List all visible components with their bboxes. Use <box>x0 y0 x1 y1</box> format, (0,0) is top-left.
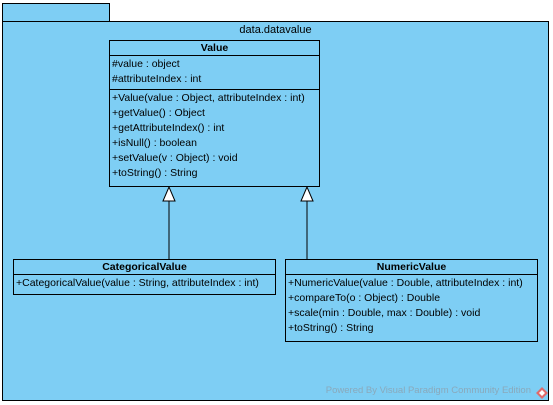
class-numeric-value-operations: +NumericValue(value : Double, attributeI… <box>286 275 537 338</box>
operation: +getValue() : Object <box>112 107 205 119</box>
operation: +compareTo(o : Object) : Double <box>288 292 441 304</box>
class-numeric-value[interactable]: NumericValue +NumericValue(value : Doubl… <box>285 259 538 342</box>
class-categorical-value-operations: +CategoricalValue(value : String, attrib… <box>14 275 275 293</box>
class-value-operations: +Value(value : Object, attributeIndex : … <box>110 90 319 183</box>
package-name: data.datavalue <box>239 24 312 36</box>
class-value-attributes: #value : object #attributeIndex : int <box>110 56 319 90</box>
attribute: #attributeIndex : int <box>112 73 202 85</box>
operation: +setValue(v : Object) : void <box>112 152 238 164</box>
operation: +getAttributeIndex() : int <box>112 122 225 134</box>
operation: +CategoricalValue(value : String, attrib… <box>16 277 259 289</box>
class-categorical-value[interactable]: CategoricalValue +CategoricalValue(value… <box>13 259 276 295</box>
operation: +toString() : String <box>288 322 374 334</box>
class-value[interactable]: Value #value : object #attributeIndex : … <box>109 40 320 187</box>
operation: +Value(value : Object, attributeIndex : … <box>112 92 305 104</box>
operation: +toString() : String <box>112 167 198 179</box>
operation: +isNull() : boolean <box>112 137 197 149</box>
watermark-text: Powered By Visual Paradigm Community Edi… <box>325 385 531 396</box>
class-numeric-value-title: NumericValue <box>286 260 537 275</box>
operation: +NumericValue(value : Double, attributeI… <box>288 277 523 289</box>
attribute: #value : object <box>112 58 180 70</box>
visual-paradigm-logo-icon <box>536 387 548 399</box>
operation: +scale(min : Double, max : Double) : voi… <box>288 307 481 319</box>
class-categorical-value-title: CategoricalValue <box>14 260 275 275</box>
class-value-title: Value <box>110 41 319 56</box>
generalization-arrowhead-right <box>300 185 314 202</box>
generalization-arrowhead-left <box>162 185 176 202</box>
